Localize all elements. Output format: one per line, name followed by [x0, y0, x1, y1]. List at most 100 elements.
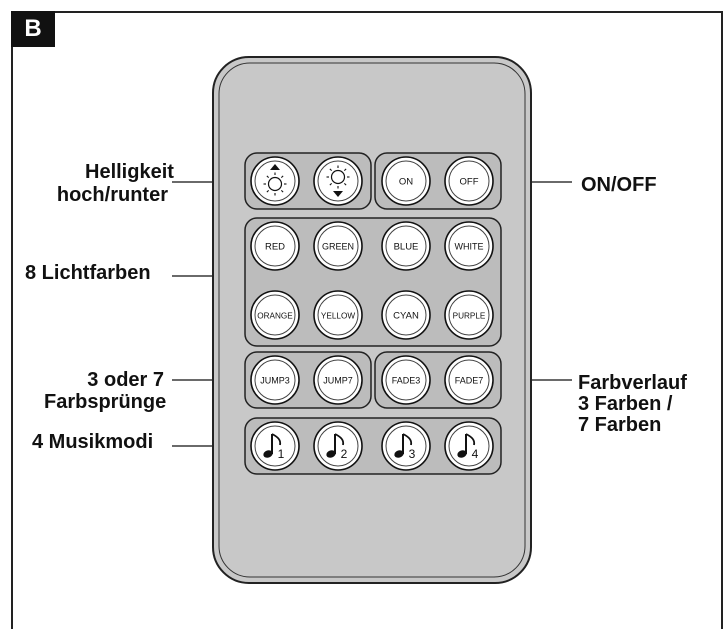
panel-colors: [244, 217, 502, 347]
off-button[interactable]: OFF: [444, 156, 494, 206]
figure-frame: [11, 11, 723, 629]
on-button[interactable]: ON: [381, 156, 431, 206]
brightness-down-icon-ray: [343, 168, 347, 172]
red-button-face: [254, 225, 296, 267]
off-button-label: OFF: [460, 176, 479, 187]
cyan-button[interactable]: CYAN: [381, 290, 431, 340]
music-mode-1-button-number: 1: [278, 447, 285, 461]
fade7-button-face: [448, 359, 490, 401]
brightness-up-icon-ray: [266, 189, 270, 193]
brightness-down-button[interactable]: [313, 156, 363, 206]
brightness-down-icon-ray: [329, 168, 333, 172]
fade3-button-face: [385, 359, 427, 401]
music-note-icon-head: [394, 450, 404, 458]
blue-button-label: BLUE: [394, 241, 419, 252]
orange-button-label: ORANGE: [257, 311, 293, 320]
brightness-up-button[interactable]: [250, 156, 300, 206]
brightness-down-button-face: [317, 160, 359, 202]
label-light-colors: 8 Lichtfarben: [25, 262, 151, 284]
brightness-up-icon-arrow-up: [270, 164, 280, 170]
purple-button[interactable]: PURPLE: [444, 290, 494, 340]
on-button-label: ON: [399, 176, 413, 187]
label-music-modes: 4 Musikmodi: [32, 431, 154, 453]
brightness-up-icon-ray: [280, 189, 284, 193]
label-brightness-line1: Helligkeit: [85, 161, 174, 183]
white-button-face: [448, 225, 490, 267]
label-fade-line1: Farbverlauf: [578, 372, 687, 394]
jump3-button-face: [254, 359, 296, 401]
label-on-off: ON/OFF: [581, 174, 657, 196]
jump7-button[interactable]: JUMP7: [313, 355, 363, 405]
brightness-up-icon-ray: [280, 175, 284, 179]
orange-button-face: [254, 294, 296, 336]
fade7-button[interactable]: FADE7: [444, 355, 494, 405]
music-mode-4-button-number: 4: [472, 447, 479, 461]
jump7-button-face: [317, 359, 359, 401]
figure-badge: B: [11, 11, 55, 47]
music-mode-1-button[interactable]: 1: [250, 421, 300, 471]
music-mode-3-button-number: 3: [409, 447, 416, 461]
music-note-icon-flag: [402, 433, 413, 446]
label-jump-line2: Farbsprünge: [44, 391, 167, 413]
red-button[interactable]: RED: [250, 221, 300, 271]
brightness-down-icon: [326, 165, 350, 197]
music-note-icon-head: [326, 450, 336, 458]
label-jump-line1: 3 oder 7: [87, 369, 164, 391]
music-note-icon: [394, 433, 413, 458]
music-note-icon-head: [457, 450, 467, 458]
music-mode-3-button-face: [385, 425, 427, 467]
music-mode-2-button[interactable]: 2: [313, 421, 363, 471]
yellow-button-face: [317, 294, 359, 336]
music-note-icon: [263, 433, 282, 458]
music-note-icon: [326, 433, 345, 458]
brightness-down-icon-disc: [330, 169, 346, 185]
brightness-up-button-face: [254, 160, 296, 202]
remote-buttons: ON OFF RED GREEN BLUE WHITE ORANGE YELLOW CYAN PU…: [250, 156, 494, 471]
on-button-face: [385, 160, 427, 202]
music-mode-4-button-face: [448, 425, 490, 467]
brightness-up-icon-disc: [267, 176, 283, 192]
music-mode-3-button[interactable]: 3: [381, 421, 431, 471]
purple-button-face: [448, 294, 490, 336]
orange-button[interactable]: ORANGE: [250, 290, 300, 340]
music-note-icon-flag: [334, 433, 345, 446]
music-note-icon-flag: [465, 433, 476, 446]
fade3-button[interactable]: FADE3: [381, 355, 431, 405]
red-button-label: RED: [265, 241, 285, 252]
label-fade-line2: 3 Farben /: [578, 393, 673, 415]
label-brightness-line2: hoch/runter: [56, 184, 168, 206]
white-button-label: WHITE: [455, 241, 484, 251]
music-mode-1-button-face: [254, 425, 296, 467]
brightness-up-icon-ray: [266, 175, 270, 179]
off-button-face: [448, 160, 490, 202]
cyan-button-label: CYAN: [393, 310, 419, 321]
music-note-icon: [457, 433, 476, 458]
music-mode-2-button-face: [317, 425, 359, 467]
cyan-button-face: [385, 294, 427, 336]
yellow-button[interactable]: YELLOW: [313, 290, 363, 340]
purple-button-label: PURPLE: [453, 311, 486, 320]
jump7-button-label: JUMP7: [323, 375, 353, 385]
blue-button-face: [385, 225, 427, 267]
remote-body-inner-outline: [218, 62, 526, 578]
brightness-up-icon: [263, 164, 287, 196]
brightness-down-icon-arrow-down: [333, 191, 343, 197]
blue-button[interactable]: BLUE: [381, 221, 431, 271]
green-button-face: [317, 225, 359, 267]
green-button-label: GREEN: [322, 241, 354, 251]
music-mode-4-button[interactable]: 4: [444, 421, 494, 471]
music-note-icon-flag: [271, 433, 282, 446]
jump3-button[interactable]: JUMP3: [250, 355, 300, 405]
green-button[interactable]: GREEN: [313, 221, 363, 271]
fade3-button-label: FADE3: [392, 375, 421, 385]
label-fade-line3: 7 Farben: [578, 414, 662, 436]
music-note-icon-head: [263, 450, 273, 458]
fade7-button-label: FADE7: [455, 375, 484, 385]
panel-music: [244, 417, 502, 475]
yellow-button-label: YELLOW: [321, 311, 355, 320]
brightness-down-icon-ray: [343, 182, 347, 186]
music-mode-2-button-number: 2: [341, 447, 348, 461]
white-button[interactable]: WHITE: [444, 221, 494, 271]
